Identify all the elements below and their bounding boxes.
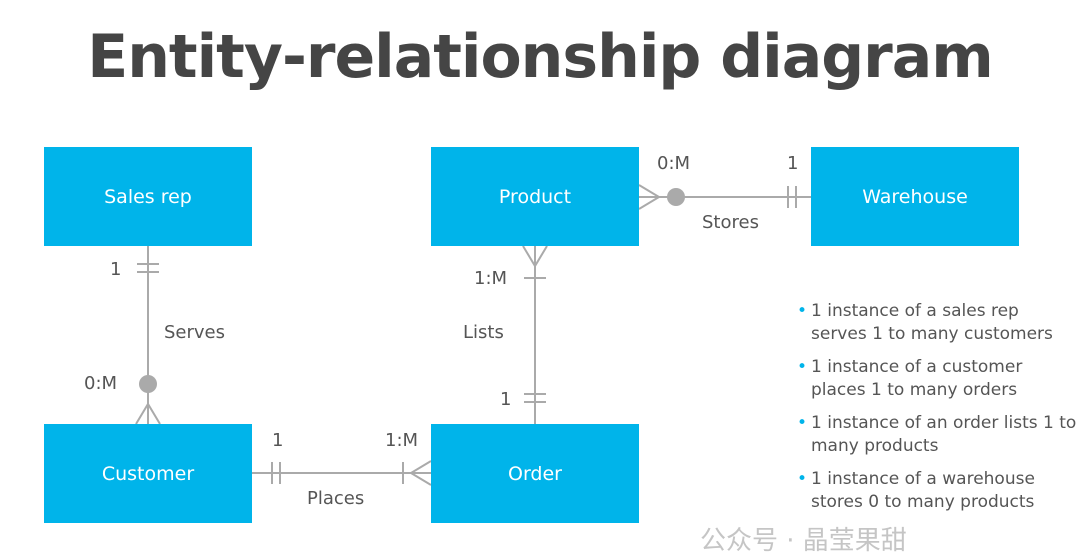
stores-crowfoot <box>638 184 661 210</box>
note-item: •1 instance of an order lists 1 to many … <box>797 413 1077 456</box>
lists-crowfoot <box>522 245 548 268</box>
lists-label: Lists <box>463 322 504 343</box>
watermark: 公众号 · 晶莹果甜 <box>700 526 907 556</box>
lists-card-from: 1:M <box>474 268 508 289</box>
serves-zero-circle <box>139 375 157 393</box>
stores-label: Stores <box>702 212 759 233</box>
serves-crowfoot <box>135 402 161 425</box>
places-card-from: 1 <box>272 430 284 451</box>
note-item: •1 instance of a warehouse stores 0 to m… <box>797 469 1035 512</box>
entity-product: Product <box>431 147 639 246</box>
entity-order: Order <box>431 424 639 523</box>
note-item: •1 instance of a customer places 1 to ma… <box>797 357 1023 400</box>
notes-list: •1 instance of a sales rep serves 1 to m… <box>797 300 1077 524</box>
bullet-icon: • <box>797 413 808 433</box>
entity-customer: Customer <box>44 424 252 523</box>
stores-zero-circle <box>667 188 685 206</box>
note-item: •1 instance of a sales rep serves 1 to m… <box>797 301 1053 344</box>
places-label: Places <box>307 488 365 509</box>
diagram-title: Entity-relationship diagram <box>87 22 994 92</box>
bullet-icon: • <box>797 469 808 489</box>
serves-card-from: 1 <box>110 259 122 280</box>
places-crowfoot <box>409 460 432 486</box>
stores-card-from: 0:M <box>657 153 691 174</box>
serves-card-to: 0:M <box>84 373 118 394</box>
entity-sales-rep: Sales rep <box>44 147 252 246</box>
bullet-icon: • <box>797 357 808 377</box>
serves-label: Serves <box>164 322 226 343</box>
stores-card-to: 1 <box>787 153 799 174</box>
lists-card-to: 1 <box>500 389 512 410</box>
bullet-icon: • <box>797 301 808 321</box>
places-card-to: 1:M <box>385 430 419 451</box>
entity-warehouse: Warehouse <box>811 147 1019 246</box>
